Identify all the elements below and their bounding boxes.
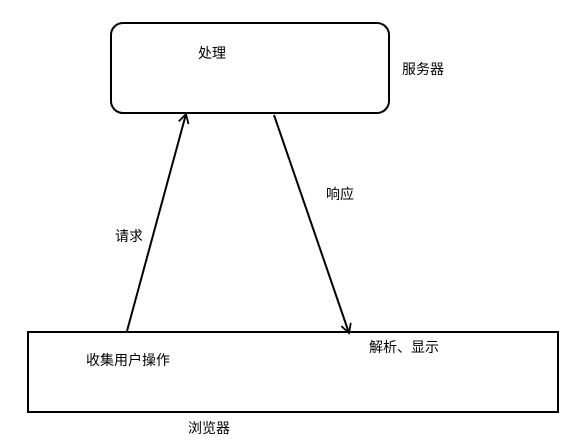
browser-box — [27, 331, 559, 413]
response-label: 响应 — [326, 187, 354, 203]
browser-box-text: 收集用户操作 — [86, 353, 170, 369]
response-arrow — [273, 114, 352, 335]
request-label: 请求 — [115, 229, 143, 245]
request-arrow — [126, 112, 190, 332]
browser-box-text-right: 解析、显示 — [369, 340, 439, 356]
browser-caption: 浏览器 — [188, 421, 230, 437]
server-caption: 服务器 — [402, 62, 444, 78]
server-box-text: 处理 — [198, 46, 226, 62]
server-box — [110, 22, 390, 114]
